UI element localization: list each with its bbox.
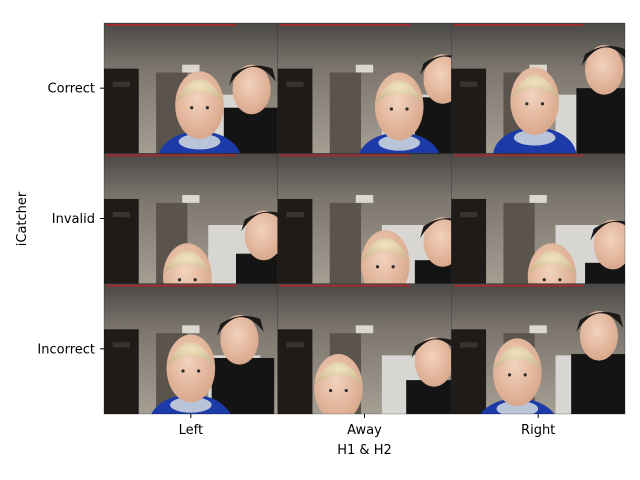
axis-ticks bbox=[100, 87, 539, 418]
y-tick-label: Correct bbox=[48, 82, 95, 97]
video-frame-panel bbox=[451, 283, 626, 415]
video-frame-panel bbox=[103, 22, 278, 154]
x-axis-label: H1 & H2 bbox=[337, 443, 392, 458]
video-frame-panel bbox=[277, 22, 452, 154]
video-frame-panel bbox=[103, 283, 278, 415]
video-frame-panel bbox=[277, 283, 452, 415]
x-tick-label: Left bbox=[179, 423, 203, 438]
video-frame-panel bbox=[451, 22, 626, 154]
y-tick-label: Incorrect bbox=[37, 342, 95, 357]
x-tick-label: Away bbox=[347, 423, 382, 438]
x-tick-label: Right bbox=[521, 423, 555, 438]
y-tick-label: Invalid bbox=[52, 212, 95, 227]
image-panel-grid bbox=[103, 22, 626, 415]
video-frame-panel bbox=[277, 153, 452, 284]
y-axis-label: iCatcher bbox=[15, 191, 30, 246]
video-frame-panel bbox=[451, 153, 626, 284]
video-frame-panel bbox=[103, 153, 278, 284]
